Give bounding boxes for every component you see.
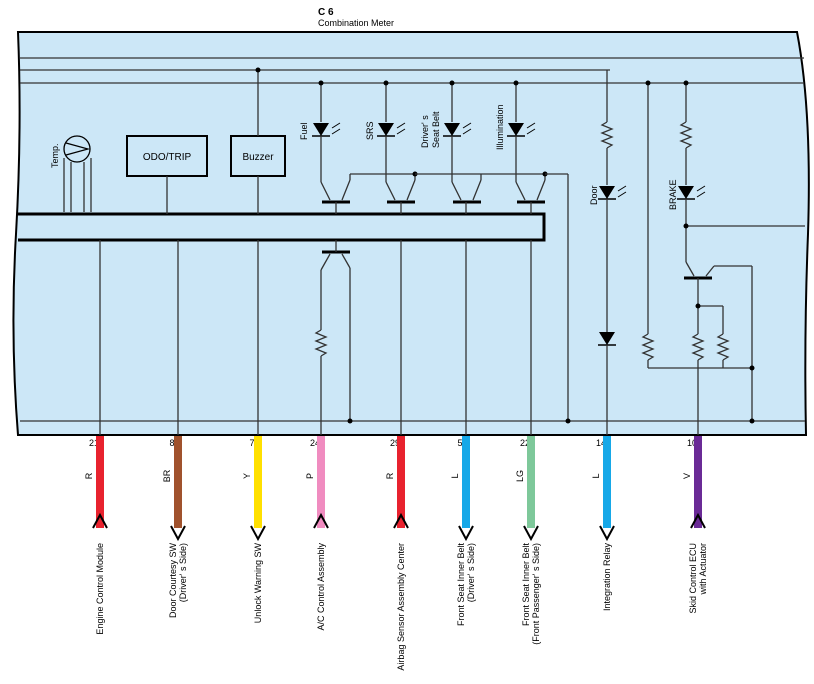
- bus-pin-lines: [400, 240, 532, 435]
- wire-color-code: Y: [242, 473, 252, 479]
- brake-circuit: [641, 80, 805, 435]
- indicator-fuel: [312, 80, 415, 214]
- wire-24: [317, 436, 325, 528]
- buzzer-label: Buzzer: [242, 152, 274, 163]
- brake-label: BRAKE: [668, 179, 678, 210]
- arrow-down-icon: [523, 525, 539, 542]
- arrow-up-icon: [393, 512, 409, 529]
- power-rails: [20, 57, 805, 422]
- destination-label: Door Courtesy SW: [168, 543, 178, 619]
- wire-color-code: L: [450, 473, 460, 478]
- destination-label: Skid Control ECU: [688, 543, 698, 614]
- door-label: Door: [589, 185, 599, 205]
- pin-number: 22: [520, 438, 530, 448]
- wire-color-code: L: [591, 473, 601, 478]
- pin-21: 21R Engine Control Module: [84, 436, 108, 635]
- destination-label: Front Seat Inner Belt: [521, 543, 531, 627]
- meter-body: [12, 31, 810, 436]
- connector-code: C 6: [318, 7, 334, 18]
- destination-label: with Actuator: [698, 543, 708, 596]
- pin-14: 14L Integration Relay: [591, 436, 615, 612]
- pin-7: 7Y Unlock Warning SW: [242, 436, 266, 623]
- arrow-down-icon: [599, 525, 615, 542]
- arrow-up-icon: [690, 512, 706, 529]
- pin-number: 8: [169, 438, 174, 448]
- seatbelt-label-line1: Driver' s: [420, 115, 430, 148]
- buzzer-block: [230, 67, 286, 435]
- pin-number: 29: [390, 438, 400, 448]
- ac-circuit: [314, 240, 353, 435]
- destination-label: Integration Relay: [602, 543, 612, 612]
- arrow-up-icon: [92, 512, 108, 529]
- door-circuit: [545, 70, 627, 435]
- pin-number: 14: [596, 438, 606, 448]
- indicator-seatbelt: [415, 80, 482, 214]
- wire-8: [174, 436, 182, 528]
- destination-label: (Front Passenger' s Side): [531, 543, 541, 645]
- wire-color-code: V: [682, 473, 692, 479]
- destination-label: (Driver' s Side): [466, 543, 476, 602]
- wire-14: [603, 436, 611, 528]
- pin-24: 24P A/C Control Assembly: [305, 436, 329, 631]
- pin-number: 24: [310, 438, 320, 448]
- arrow-down-icon: [458, 525, 474, 542]
- destination-label: A/C Control Assembly: [316, 543, 326, 631]
- wire-color-code: LG: [515, 470, 525, 482]
- pin-number: 7: [249, 438, 254, 448]
- internal-bus: [18, 212, 546, 242]
- wire-5: [462, 436, 470, 528]
- destination-label: Airbag Sensor Assembly Center: [396, 543, 406, 671]
- destination-label: Front Seat Inner Belt: [456, 543, 466, 627]
- pin-number: 10: [687, 438, 697, 448]
- seatbelt-label-line2: Seat Belt: [431, 111, 441, 148]
- arrow-down-icon: [170, 525, 186, 542]
- illumination-label: Illumination: [495, 104, 505, 150]
- pin-5: 5L Front Seat Inner Belt(Driver' s Side): [450, 436, 476, 626]
- srs-label: SRS: [365, 121, 375, 140]
- arrow-down-icon: [250, 525, 266, 542]
- wire-21: [96, 436, 104, 528]
- wire-color-code: BR: [162, 469, 172, 482]
- odo-trip-label: ODO/TRIP: [143, 152, 192, 163]
- temp-label: Temp.: [50, 143, 60, 168]
- fuel-label: Fuel: [299, 122, 309, 140]
- pin-number: 21: [89, 438, 99, 448]
- arrow-up-icon: [313, 512, 329, 529]
- pin-8: 8BR Door Courtesy SW(Driver' s Side): [162, 436, 188, 618]
- indicator-srs: [377, 80, 418, 214]
- wire-color-code: P: [305, 473, 315, 479]
- wire-color-code: R: [385, 472, 395, 479]
- pin-number: 5: [457, 438, 462, 448]
- wire-7: [254, 436, 262, 528]
- wire-29: [397, 436, 405, 528]
- connector-title: Combination Meter: [318, 18, 394, 28]
- wire-10: [694, 436, 702, 528]
- odo-trip-block: [126, 135, 208, 435]
- destination-label: Unlock Warning SW: [253, 542, 263, 623]
- temp-gauge: [63, 135, 101, 435]
- destination-label: Engine Control Module: [95, 543, 105, 635]
- wire-22: [527, 436, 535, 528]
- destination-label: (Driver' s Side): [178, 543, 188, 602]
- pins-layer: 21R Engine Control Module 8BR Door Courtesy…: [84, 436, 708, 671]
- wire-color-code: R: [84, 472, 94, 479]
- pin-29: 29R Airbag Sensor Assembly Center: [385, 436, 409, 671]
